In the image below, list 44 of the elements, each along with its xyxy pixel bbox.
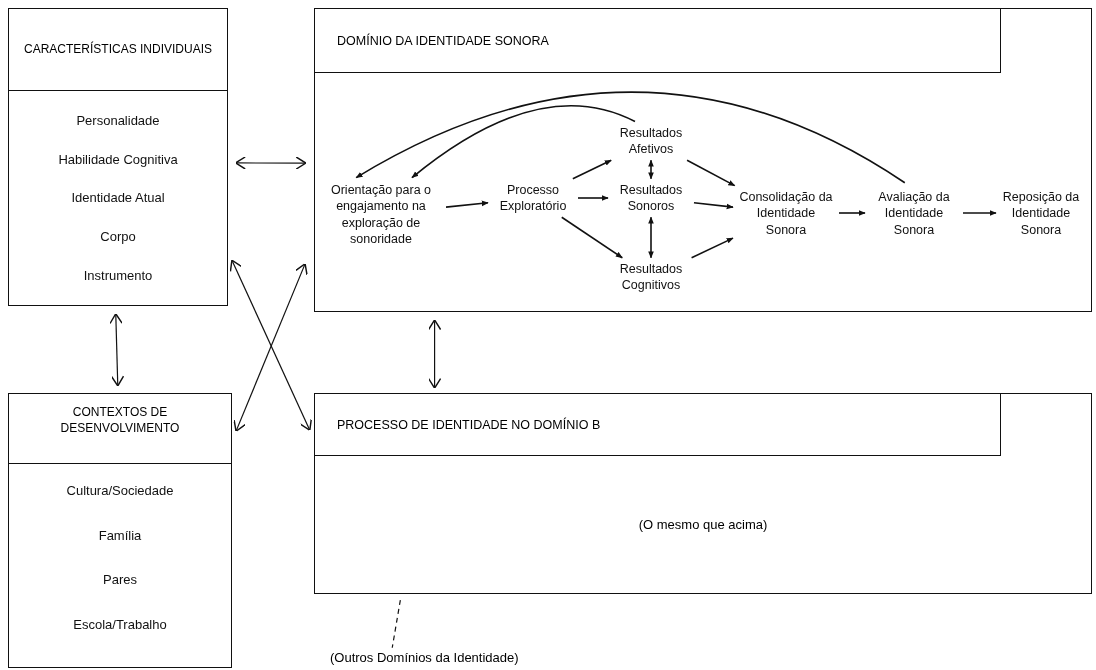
arrow	[690, 237, 734, 259]
list-item: Instrumento	[83, 268, 153, 284]
category-box	[8, 8, 228, 306]
list-item: Pares	[103, 572, 137, 588]
list-item: Identidade Atual	[71, 190, 165, 206]
domain-box	[314, 393, 1092, 594]
process-step-label: Reposição da Identidade Sonora	[999, 188, 1083, 238]
process-step-label: Resultados Cognitivos	[611, 260, 691, 294]
process-step-label: Resultados Afetivos	[611, 124, 691, 158]
list-item: Habilidade Cognitiva	[58, 151, 178, 167]
category-box	[8, 393, 232, 668]
arrow	[693, 202, 734, 210]
list-item: Corpo	[100, 229, 136, 245]
arrow	[445, 200, 489, 208]
arrow	[648, 216, 654, 259]
process-step-label: Resultados Sonoros	[611, 181, 691, 215]
body-text: (O mesmo que acima)	[638, 517, 768, 532]
curved-arrow	[411, 104, 636, 179]
arrow	[648, 159, 654, 180]
process-step-label: Processo Exploratório	[491, 181, 575, 215]
process-step-label: Avaliação da Identidade Sonora	[868, 188, 960, 238]
dashed-line	[391, 599, 401, 649]
arrow	[577, 195, 609, 201]
list-item: Cultura/Sociedade	[66, 482, 174, 498]
list-item: Personalidade	[76, 112, 160, 128]
process-step-label: Orientação para o engajamento na exploração de sonoridade	[319, 181, 443, 247]
arrow	[572, 159, 612, 180]
note-label: (Outros Domínios da Identidade)	[330, 650, 519, 665]
arrow	[427, 319, 442, 389]
arrow	[838, 210, 866, 216]
box-heading: CARACTERÍSTICAS INDIVIDUAIS	[24, 41, 212, 58]
arrow	[686, 159, 736, 187]
domain-box	[314, 8, 1092, 312]
process-step-label: Consolidação da Identidade Sonora	[736, 188, 836, 238]
arrow	[234, 156, 307, 170]
arrow	[560, 216, 624, 259]
list-item: Família	[98, 527, 142, 543]
domain-heading: DOMÍNIO DA IDENTIDADE SONORA	[337, 33, 549, 48]
box-heading: CONTEXTOS DE DESENVOLVIMENTO	[59, 404, 181, 437]
arrow	[962, 210, 997, 216]
curved-arrow	[355, 91, 906, 184]
domain-heading: PROCESSO DE IDENTIDADE NO DOMÍNIO B	[337, 417, 601, 432]
list-item: Escola/Trabalho	[73, 617, 167, 633]
arrow	[109, 313, 125, 387]
